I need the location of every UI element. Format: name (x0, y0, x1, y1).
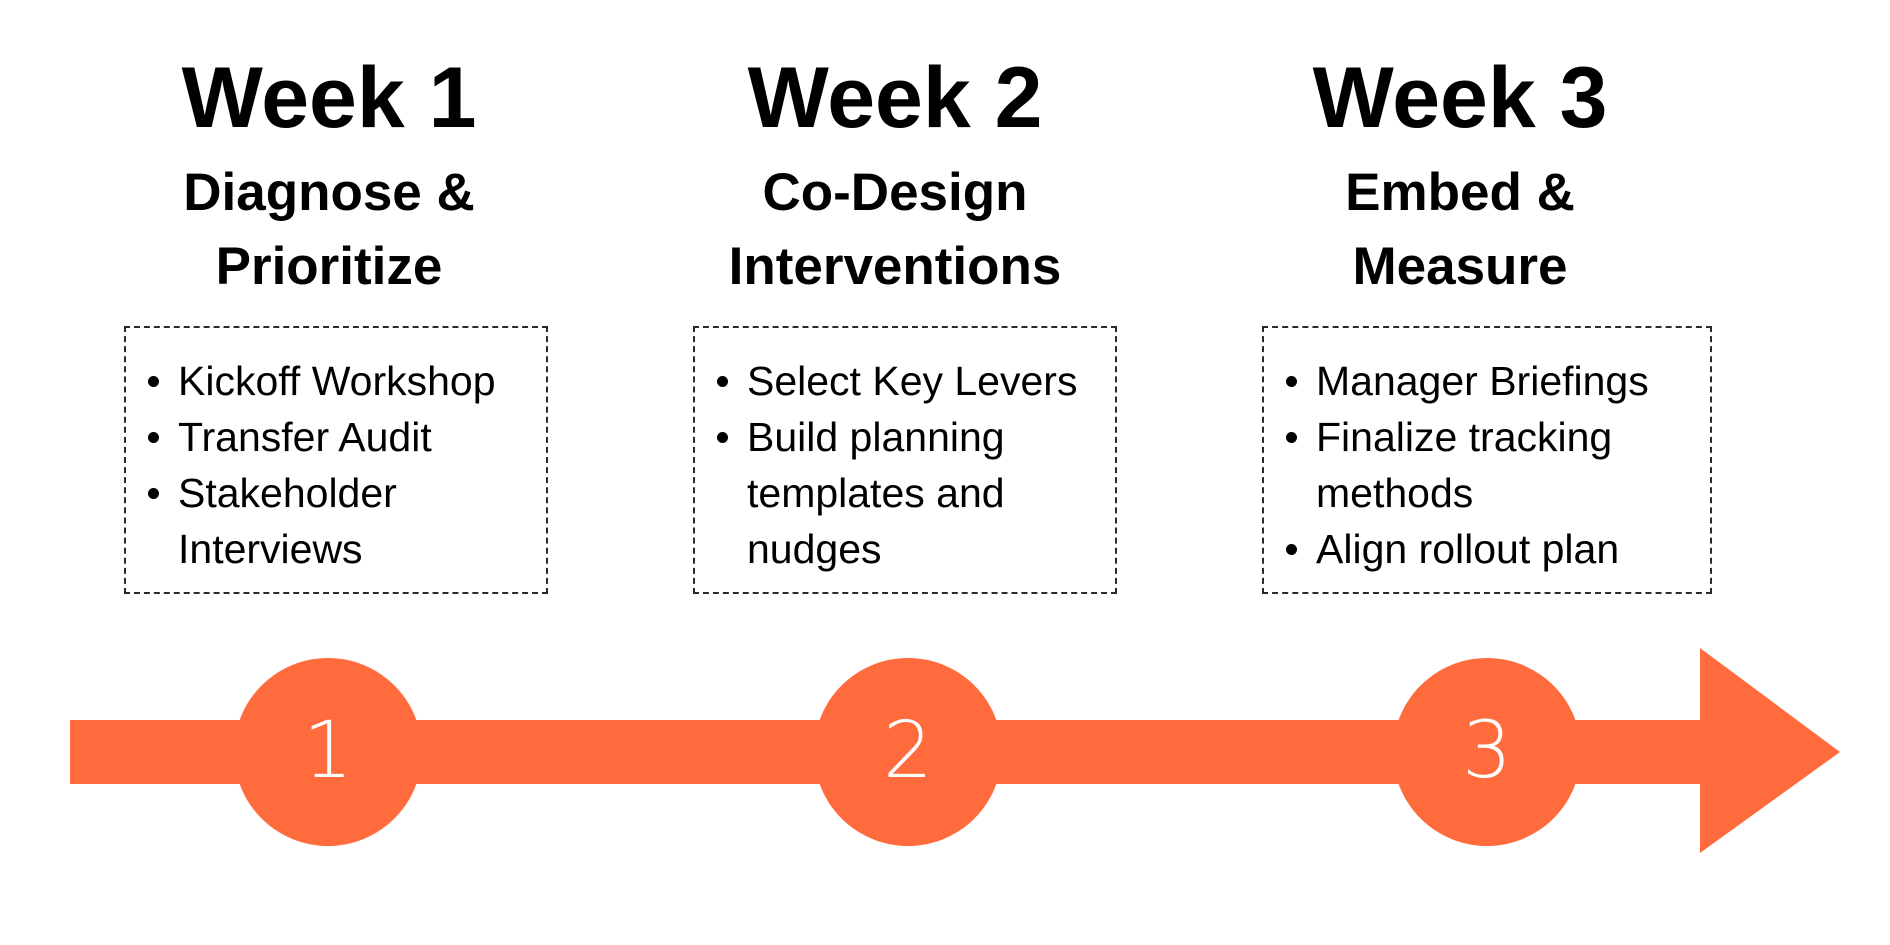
list-item: Finalize tracking methods (1284, 409, 1656, 521)
week-3-phase-line-1: Embed & (1345, 163, 1575, 222)
step-1-circle (234, 658, 422, 846)
list-item: Select Key Levers (715, 353, 1099, 409)
list-item: Kickoff Workshop (146, 353, 530, 409)
week-2-tasks-box: Select Key Levers Build planning templat… (693, 326, 1117, 594)
week-2-phase-title: Co-Design Interventions (615, 156, 1175, 304)
week-1-task-list: Kickoff Workshop Transfer Audit Stakehol… (146, 353, 530, 577)
step-3-number: 3 (1462, 706, 1512, 796)
week-3-phase-title: Embed & Measure (1180, 156, 1740, 304)
list-item: Align rollout plan (1284, 521, 1694, 577)
week-3-phase-line-2: Measure (1352, 237, 1568, 296)
week-2-phase-line-2: Interventions (728, 237, 1062, 296)
week-2-task-list: Select Key Levers Build planning templat… (715, 353, 1099, 577)
week-2-phase-line-1: Co-Design (762, 163, 1028, 222)
step-2-number: 2 (883, 706, 933, 796)
week-1-phase-title: Diagnose & Prioritize (49, 156, 609, 304)
week-1-phase-line-2: Prioritize (215, 237, 443, 296)
week-2-title: Week 2 (747, 50, 1043, 146)
step-2-circle (814, 658, 1002, 846)
timeline-arrow-head (1700, 648, 1840, 853)
week-3-title: Week 3 (1312, 50, 1608, 146)
list-item: Stakeholder Interviews (146, 465, 428, 577)
step-3-circle (1393, 658, 1581, 846)
week-1-phase-line-1: Diagnose & (183, 163, 475, 222)
week-3-tasks-box: Manager Briefings Finalize tracking meth… (1262, 326, 1712, 594)
list-item: Transfer Audit (146, 409, 530, 465)
list-item: Manager Briefings (1284, 353, 1694, 409)
week-3-task-list: Manager Briefings Finalize tracking meth… (1284, 353, 1694, 577)
week-1-title: Week 1 (181, 50, 477, 146)
step-1-number: 1 (303, 706, 353, 796)
week-1-tasks-box: Kickoff Workshop Transfer Audit Stakehol… (124, 326, 548, 594)
list-item: Build planning templates and nudges (715, 409, 1047, 577)
